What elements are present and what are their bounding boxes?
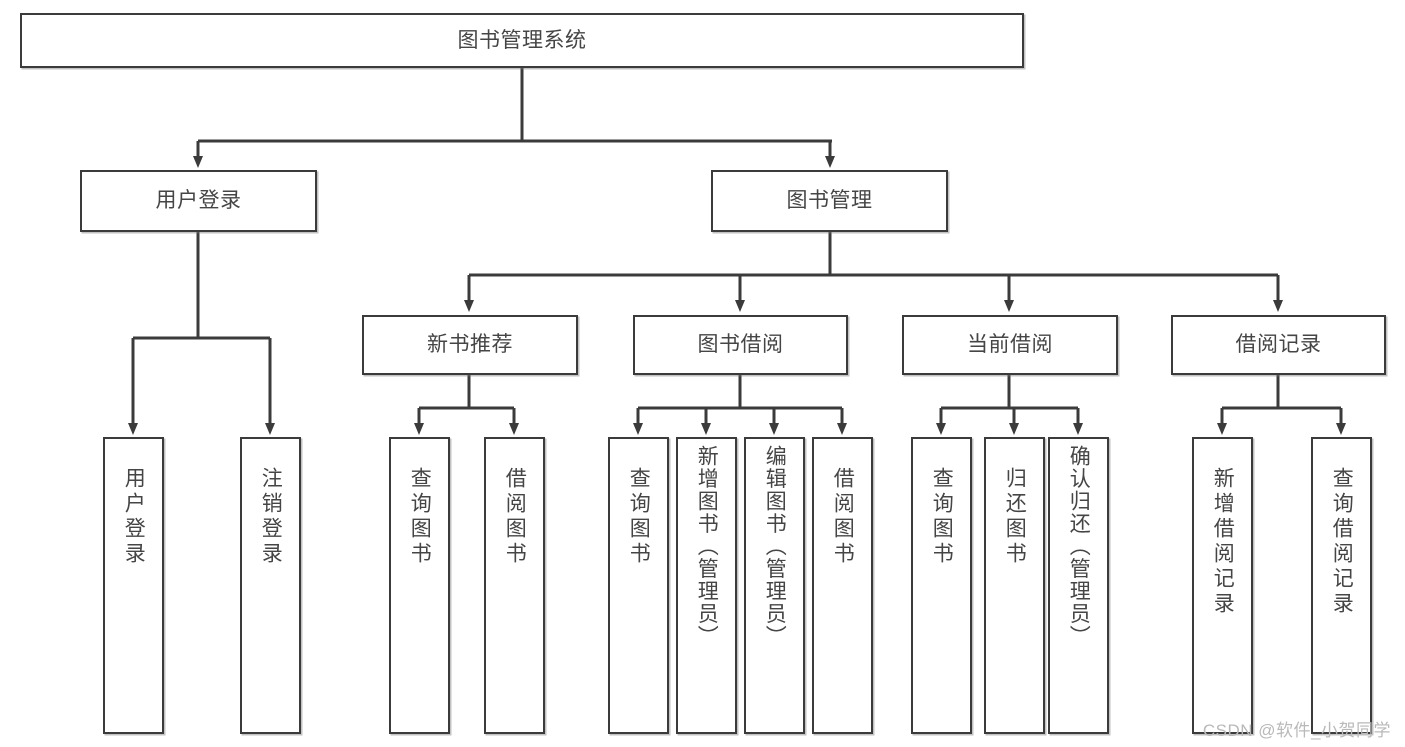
leaf-user-logout[interactable]: 注销登录 [240, 437, 301, 734]
leaf-edit-book-admin[interactable]: 编辑图书（管理员） [744, 437, 805, 734]
node-new-book-recommend-label: 新书推荐 [427, 333, 513, 357]
leaf-edit-book-admin-label: 编辑图书（管理员） [763, 445, 787, 648]
leaf-borrow-book-label: 借阅图书 [831, 467, 855, 567]
leaf-return-book-label: 归还图书 [1003, 467, 1027, 567]
node-user-login[interactable]: 用户登录 [80, 170, 317, 232]
leaf-query-borrow-record-label: 查询借阅记录 [1330, 467, 1354, 617]
node-book-borrow[interactable]: 图书借阅 [633, 315, 848, 375]
leaf-borrow-book-recommend[interactable]: 借阅图书 [484, 437, 545, 734]
leaf-add-borrow-record-label: 新增借阅记录 [1211, 467, 1235, 617]
leaf-confirm-return-admin-label: 确认归还（管理员） [1067, 445, 1091, 648]
leaf-user-login-label: 用户登录 [122, 467, 146, 567]
node-book-management[interactable]: 图书管理 [711, 170, 948, 232]
node-root[interactable]: 图书管理系统 [20, 13, 1024, 68]
leaf-borrow-book-recommend-label: 借阅图书 [503, 467, 527, 567]
leaf-query-book-current[interactable]: 查询图书 [911, 437, 972, 734]
node-borrow-record[interactable]: 借阅记录 [1171, 315, 1386, 375]
leaf-query-book-current-label: 查询图书 [930, 467, 954, 567]
leaf-query-book-recommend[interactable]: 查询图书 [389, 437, 450, 734]
leaf-confirm-return-admin[interactable]: 确认归还（管理员） [1048, 437, 1109, 734]
leaf-add-book-admin-label: 新增图书（管理员） [695, 445, 719, 648]
node-current-borrow[interactable]: 当前借阅 [902, 315, 1118, 375]
node-borrow-record-label: 借阅记录 [1235, 333, 1322, 357]
leaf-query-book-recommend-label: 查询图书 [408, 467, 432, 567]
leaf-user-login[interactable]: 用户登录 [103, 437, 164, 734]
node-current-borrow-label: 当前借阅 [967, 333, 1053, 357]
leaf-user-logout-label: 注销登录 [259, 467, 283, 567]
leaf-query-book-borrow[interactable]: 查询图书 [608, 437, 669, 734]
watermark-text: CSDN @软件_小贺同学 [1202, 721, 1391, 740]
leaf-query-borrow-record[interactable]: 查询借阅记录 [1311, 437, 1372, 734]
leaf-add-book-admin[interactable]: 新增图书（管理员） [676, 437, 737, 734]
leaf-query-book-borrow-label: 查询图书 [627, 467, 651, 567]
node-root-label: 图书管理系统 [457, 28, 587, 52]
node-user-login-label: 用户登录 [155, 189, 242, 213]
leaf-return-book[interactable]: 归还图书 [984, 437, 1045, 734]
node-new-book-recommend[interactable]: 新书推荐 [362, 315, 578, 375]
leaf-borrow-book[interactable]: 借阅图书 [812, 437, 873, 734]
leaf-add-borrow-record[interactable]: 新增借阅记录 [1192, 437, 1253, 734]
node-book-management-label: 图书管理 [786, 189, 873, 213]
node-book-borrow-label: 图书借阅 [697, 333, 784, 357]
